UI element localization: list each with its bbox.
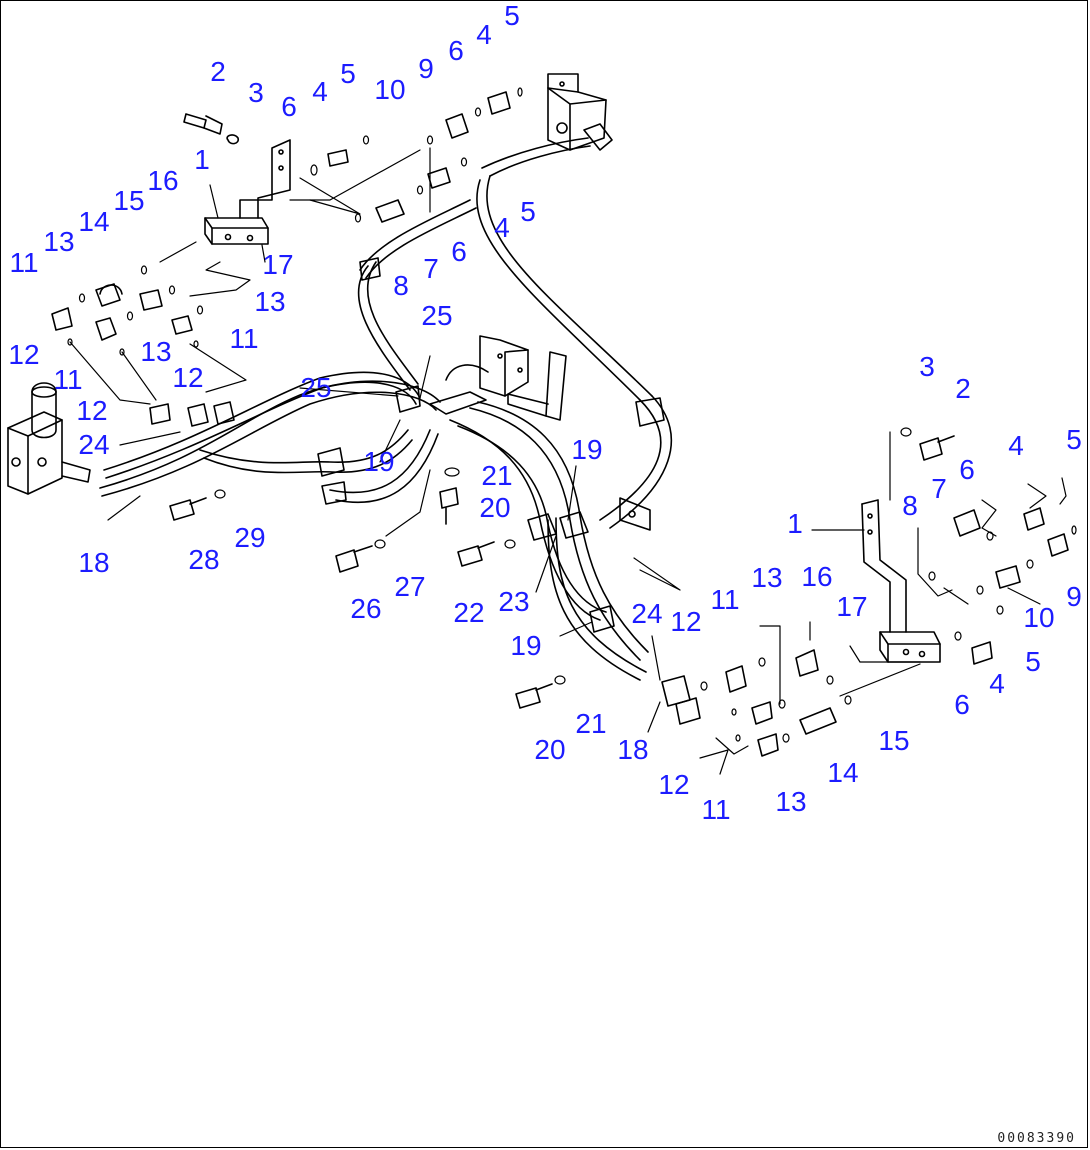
- callout-8: 8: [393, 270, 409, 301]
- hose-clamps: [317, 257, 665, 633]
- callout-6: 6: [451, 236, 467, 267]
- callout-7: 7: [423, 253, 439, 284]
- valve-block-upper: [547, 73, 613, 151]
- callout-20: 20: [479, 492, 511, 523]
- callout-15: 15: [878, 725, 910, 756]
- callout-8: 8: [902, 490, 918, 521]
- callout-22: 22: [453, 597, 485, 628]
- callout-10: 10: [374, 74, 406, 105]
- callout-3: 3: [919, 351, 935, 382]
- callout-19: 19: [363, 446, 395, 477]
- callout-13: 13: [775, 786, 807, 817]
- callout-17: 17: [262, 249, 294, 280]
- callout-13: 13: [751, 562, 783, 593]
- callout-6: 6: [954, 689, 970, 720]
- callout-4: 4: [989, 668, 1005, 699]
- callout-24: 24: [631, 598, 663, 629]
- callout-1: 1: [194, 144, 210, 175]
- callout-12: 12: [172, 362, 204, 393]
- callout-11: 11: [9, 247, 39, 278]
- hose-runs: [99, 137, 673, 681]
- leader-lines: [69, 147, 1067, 775]
- bracket-upper-left: [204, 139, 291, 245]
- callout-6: 6: [448, 35, 464, 66]
- callout-4: 4: [1008, 430, 1024, 461]
- fittings: [51, 91, 1069, 757]
- callout-5: 5: [1025, 646, 1041, 677]
- callout-7: 7: [931, 473, 947, 504]
- callout-12: 12: [76, 395, 108, 426]
- callout-4: 4: [476, 19, 492, 50]
- callout-16: 16: [147, 165, 179, 196]
- callout-18: 18: [617, 734, 649, 765]
- callout-26: 26: [350, 593, 382, 624]
- callout-11: 11: [710, 584, 740, 615]
- callout-5: 5: [504, 0, 520, 31]
- callout-11: 11: [701, 794, 731, 825]
- callout-11: 11: [53, 364, 83, 395]
- callout-25: 25: [300, 372, 332, 403]
- callout-17: 17: [836, 591, 868, 622]
- callout-3: 3: [248, 77, 264, 108]
- callout-6: 6: [281, 91, 297, 122]
- callout-12: 12: [8, 339, 40, 370]
- callout-4: 4: [494, 212, 510, 243]
- callout-27: 27: [394, 571, 426, 602]
- bracket-right: [861, 499, 941, 663]
- callout-14: 14: [78, 206, 110, 237]
- callout-14: 14: [827, 757, 859, 788]
- callout-13: 13: [140, 336, 172, 367]
- callout-18: 18: [78, 547, 110, 578]
- callout-21: 21: [575, 708, 607, 739]
- callout-2: 2: [955, 373, 971, 404]
- callout-28: 28: [188, 544, 220, 575]
- callout-5: 5: [340, 58, 356, 89]
- callout-5: 5: [1066, 424, 1082, 455]
- callout-13: 13: [254, 286, 286, 317]
- callout-24: 24: [78, 429, 110, 460]
- callout-2: 2: [210, 56, 226, 87]
- callout-12: 12: [658, 769, 690, 800]
- callout-15: 15: [113, 185, 145, 216]
- callout-19: 19: [510, 630, 542, 661]
- callout-5: 5: [520, 196, 536, 227]
- callout-16: 16: [801, 561, 833, 592]
- callout-29: 29: [234, 522, 266, 553]
- callout-23: 23: [498, 586, 530, 617]
- callout-1: 1: [787, 508, 803, 539]
- callout-21: 21: [481, 460, 513, 491]
- callout-9: 9: [418, 53, 434, 84]
- callout-13: 13: [43, 226, 75, 257]
- callout-19: 19: [571, 434, 603, 465]
- callout-20: 20: [534, 734, 566, 765]
- callout-12: 12: [670, 606, 702, 637]
- callout-10: 10: [1023, 602, 1055, 633]
- drawing-number: 00083390: [997, 1131, 1076, 1146]
- callout-25: 25: [421, 300, 453, 331]
- callout-9: 9: [1066, 581, 1082, 612]
- callout-4: 4: [312, 76, 328, 107]
- callout-6: 6: [959, 454, 975, 485]
- callout-11: 11: [229, 323, 259, 354]
- o-rings: [67, 87, 1077, 743]
- valve-block-left: [7, 382, 91, 495]
